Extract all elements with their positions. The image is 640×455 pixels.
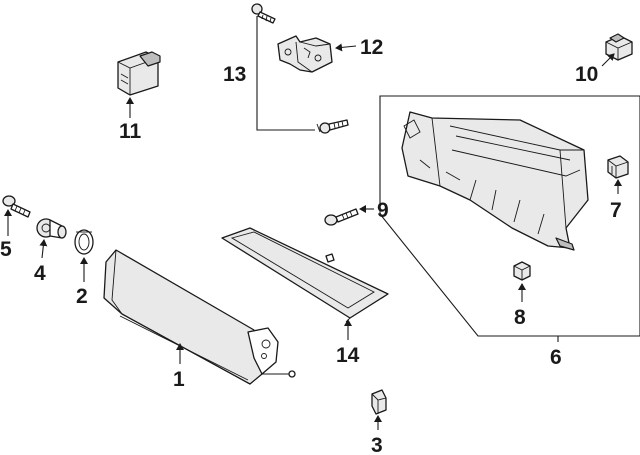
callout-14: 14 [336,344,360,367]
callout-8: 8 [514,306,526,329]
part-13-screw-lower [316,119,349,134]
callout-2: 2 [76,285,88,308]
part-7-clip-nut [607,155,629,179]
callout-12: 12 [360,36,383,59]
callout-6: 6 [550,346,562,369]
part-10-clip [605,33,633,61]
callout-3: 3 [371,434,383,455]
callout-9: 9 [377,199,389,222]
part-5-bolt [2,195,31,218]
part-4-bushing [36,218,67,239]
callout-1: 1 [173,368,185,391]
leader-10 [601,53,615,67]
leader-lines [4,43,622,430]
leader-4 [39,239,48,259]
part-6-housing [401,111,589,251]
part-3-clip [371,389,387,415]
callout-11: 11 [119,120,142,143]
leader-12 [335,43,357,52]
part-9-screw [324,208,359,226]
part-6-boundary [379,95,640,337]
callout-labels: 1 2 3 4 5 6 7 8 9 10 11 12 13 14 [0,36,622,455]
part-1-glove-box-door [103,249,296,385]
part-14-panel [221,227,389,323]
callout-4: 4 [34,262,46,285]
callout-5: 5 [0,238,12,261]
part-12-hinge-bracket [277,35,333,73]
part-11-bumper [117,51,161,96]
part-8-clip [513,261,531,281]
part-13-screw-top [251,3,276,24]
callout-10: 10 [575,63,598,86]
leader-13-bracket [256,16,315,131]
callout-13: 13 [223,63,246,86]
part-2-ring-clip [74,229,94,255]
callout-7: 7 [610,199,622,222]
